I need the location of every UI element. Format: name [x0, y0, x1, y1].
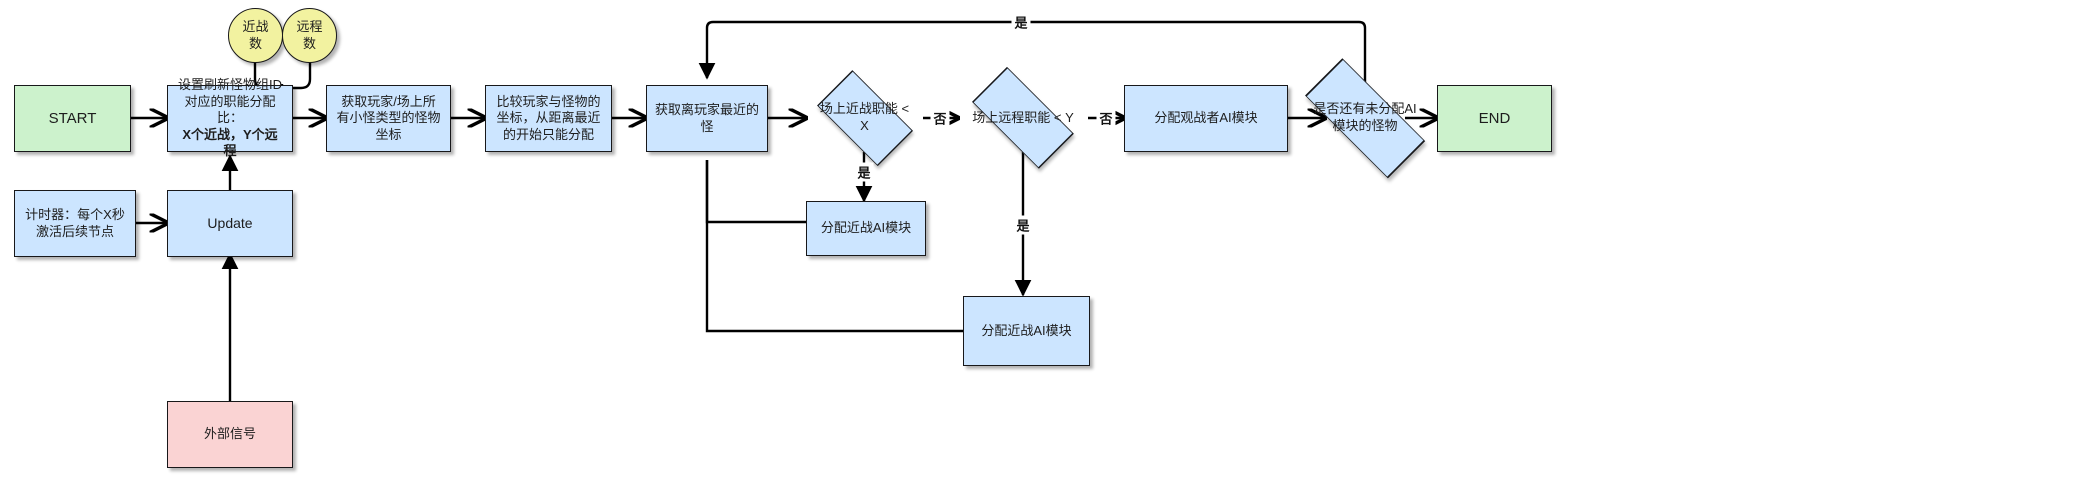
- check-melee-role-label: 场上近战职能 < X: [819, 101, 910, 133]
- melee-count-node[interactable]: 近战数: [228, 8, 283, 63]
- set-ratio-line-2: 对应的职能分配比：: [184, 93, 276, 126]
- update-label: Update: [207, 214, 253, 231]
- edge-label-yes-ranged: 是: [1013, 215, 1033, 235]
- check-ranged-role-node[interactable]: 场上远程职能 < Y: [958, 66, 1088, 170]
- external-signal-label: 外部信号: [203, 426, 256, 442]
- edge-label-yes-top: 是: [1011, 12, 1031, 32]
- check-ranged-role-label: 场上远程职能 < Y: [972, 109, 1074, 125]
- assign-melee-ai-label-1: 分配近战AI模块: [820, 220, 912, 236]
- ranged-count-node[interactable]: 远程数: [282, 8, 337, 63]
- assign-melee-ai-node-2[interactable]: 分配近战AI模块: [963, 296, 1090, 366]
- has-unassigned-monster-node[interactable]: 是否还有未分配AI模块的怪物: [1285, 58, 1445, 178]
- end-node[interactable]: END: [1437, 85, 1552, 152]
- update-node[interactable]: Update: [167, 190, 293, 257]
- compare-coords-node[interactable]: 比较玩家与怪物的坐标，从距离最近的开始只能分配: [485, 85, 612, 152]
- assign-watcher-ai-node[interactable]: 分配观战者AI模块: [1124, 85, 1288, 152]
- edge-label-no-melee: 否: [930, 108, 950, 128]
- timer-node[interactable]: 计时器：每个X秒激活后续节点: [14, 190, 136, 257]
- edge-label-yes-melee: 是: [854, 162, 874, 182]
- set-ratio-node[interactable]: 设置刷新怪物组ID 对应的职能分配比： X个近战，Y个远程: [167, 77, 293, 158]
- external-signal-node[interactable]: 外部信号: [167, 401, 293, 468]
- assign-watcher-ai-label: 分配观战者AI模块: [1154, 110, 1258, 126]
- end-label: END: [1478, 109, 1511, 127]
- edge-label-no-ranged: 否: [1096, 108, 1116, 128]
- check-melee-role-node[interactable]: 场上近战职能 < X: [806, 70, 923, 166]
- set-ratio-line-1: 设置刷新怪物组ID: [177, 76, 282, 92]
- compare-coords-label: 比较玩家与怪物的坐标，从距离最近的开始只能分配: [496, 93, 601, 142]
- assign-melee-ai-node-1[interactable]: 分配近战AI模块: [806, 201, 926, 256]
- timer-label: 计时器：每个X秒激活后续节点: [25, 206, 125, 239]
- assign-melee-ai-label-2: 分配近战AI模块: [981, 322, 1072, 338]
- get-nearest-monster-label: 获取离玩家最近的怪: [655, 101, 760, 134]
- ranged-count-label: 远程数: [296, 18, 323, 51]
- get-monster-coords-node[interactable]: 获取玩家/场上所有小怪类型的怪物坐标: [326, 85, 451, 152]
- start-label: START: [48, 109, 97, 127]
- start-node[interactable]: START: [14, 85, 131, 152]
- set-ratio-line-3: X个近战，Y个远程: [182, 126, 278, 159]
- get-nearest-monster-node[interactable]: 获取离玩家最近的怪: [646, 85, 768, 152]
- melee-count-label: 近战数: [242, 18, 269, 51]
- get-monster-coords-label: 获取玩家/场上所有小怪类型的怪物坐标: [336, 93, 441, 142]
- has-unassigned-monster-label: 是否还有未分配AI模块的怪物: [1313, 101, 1417, 133]
